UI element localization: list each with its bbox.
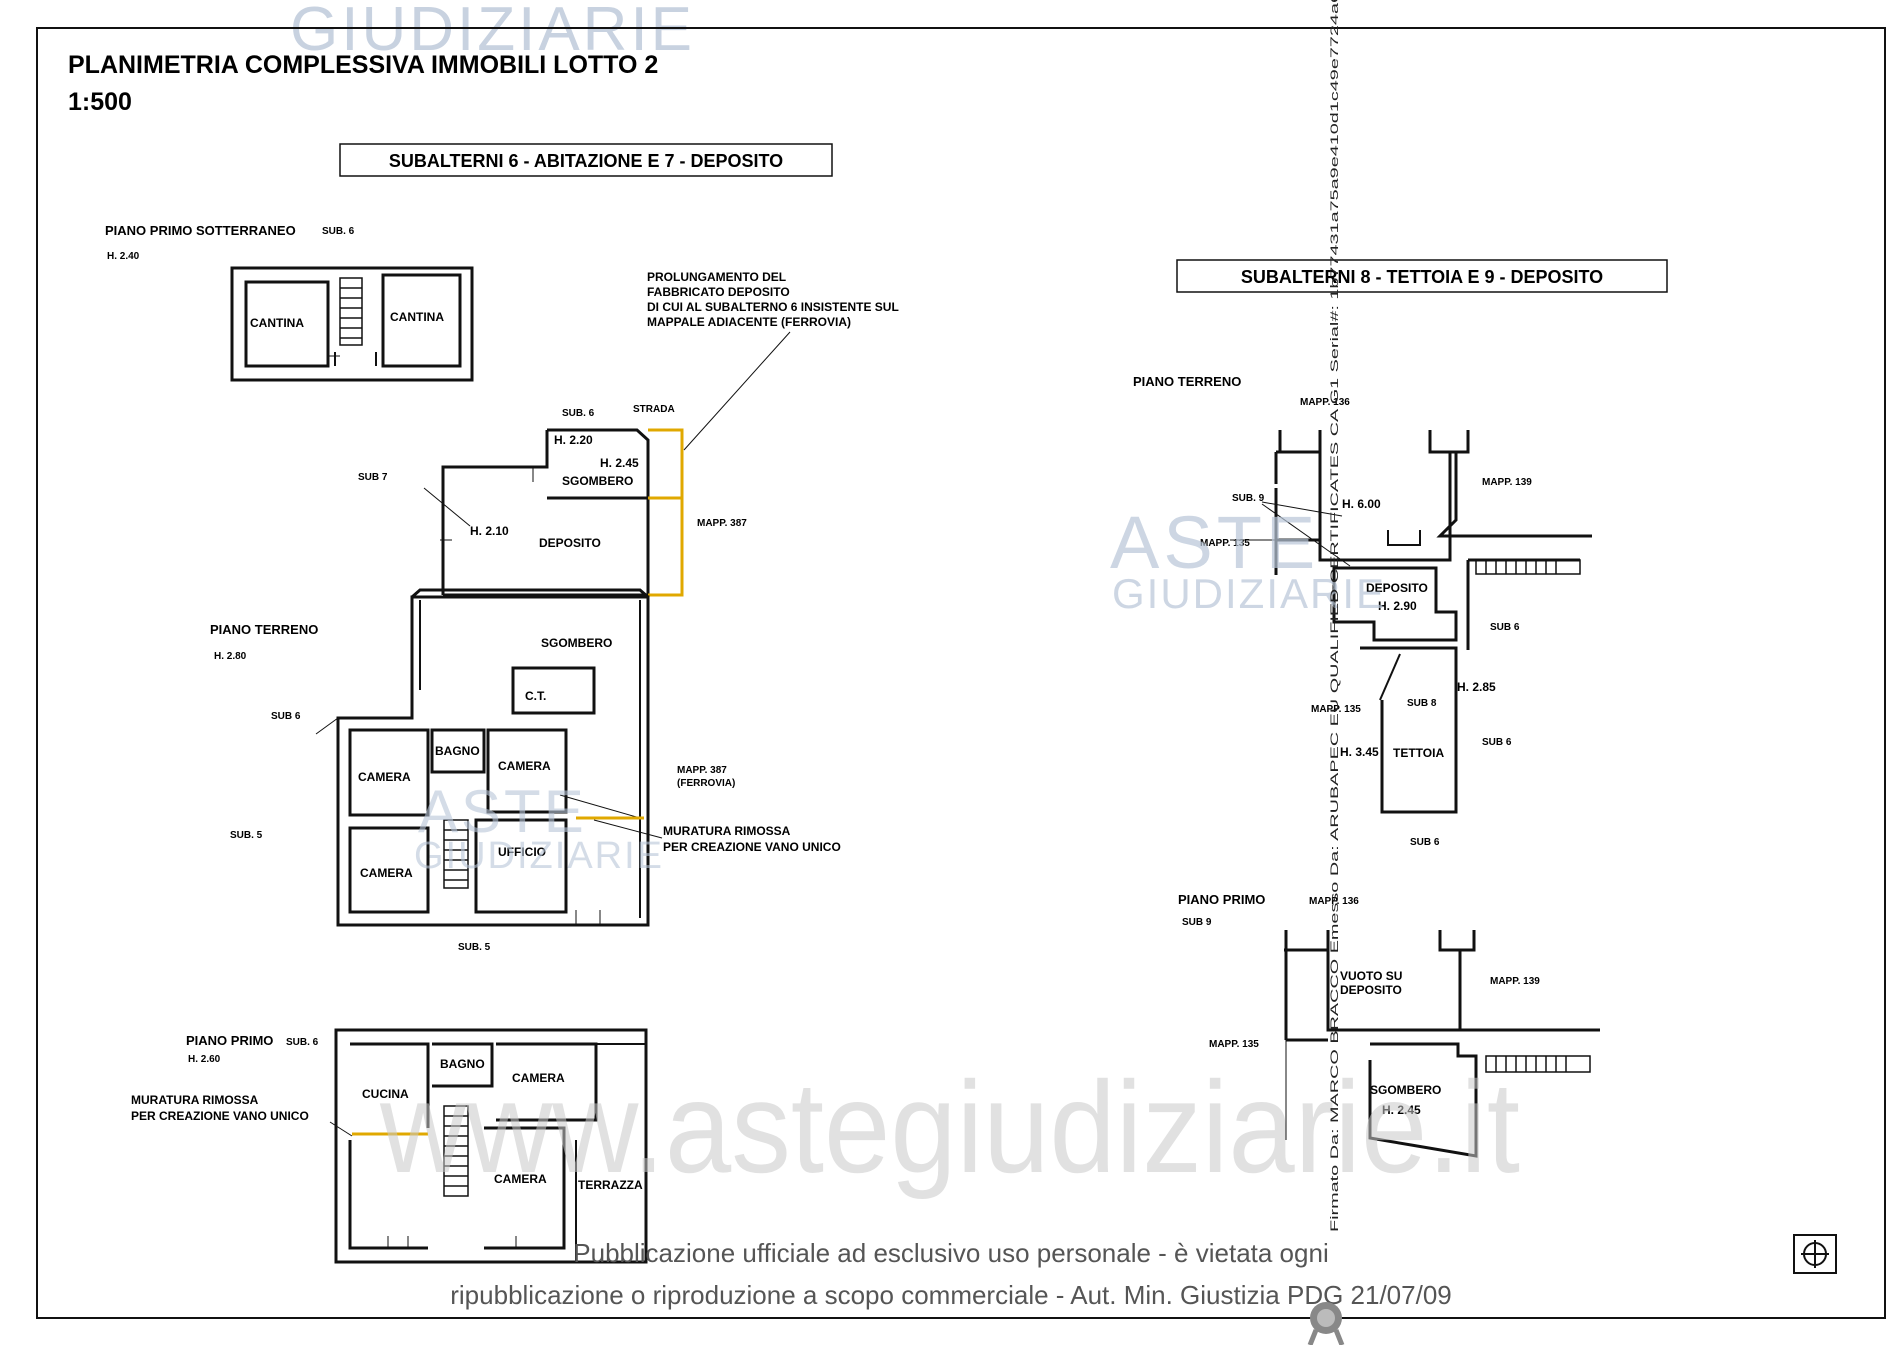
- room-sgombero: SGOMBERO: [541, 636, 612, 650]
- room-terrazza: TERRAZZA: [578, 1178, 643, 1192]
- room-bagno-first: BAGNO: [440, 1057, 485, 1071]
- svg-text:FABBRICATO DEPOSITO: FABBRICATO DEPOSITO: [647, 285, 790, 299]
- right-sub6a: SUB 6: [1490, 622, 1520, 633]
- room-cantina-1: CANTINA: [250, 316, 304, 330]
- right-h285: H. 2.85: [1457, 680, 1496, 694]
- right-h290: H. 2.90: [1378, 599, 1417, 613]
- height-245: H. 2.45: [600, 456, 639, 470]
- vertical-signature: Firmato Da: MARCO BRACCO Emesso Da: ARUB…: [1329, 0, 1341, 1232]
- room-camera-first-2: CAMERA: [494, 1172, 547, 1186]
- right-first-h245: H. 2.45: [1382, 1103, 1421, 1117]
- room-ufficio: UFFICIO: [498, 845, 546, 859]
- tag-ferrovia: (FERROVIA): [677, 778, 735, 789]
- right-sub8: SUB 8: [1407, 698, 1437, 709]
- watermark-top: GIUDIZIARIE: [290, 0, 695, 64]
- note-wall-first-2: PER CREAZIONE VANO UNICO: [131, 1109, 309, 1123]
- right-sub6c: SUB 6: [1410, 837, 1440, 848]
- right-ground-label: PIANO TERRENO: [1133, 374, 1241, 389]
- first-floor-label: PIANO PRIMO: [186, 1033, 273, 1048]
- room-camera-ground-3: CAMERA: [360, 866, 413, 880]
- room-camera-ground-1: CAMERA: [358, 770, 411, 784]
- basement-sub: SUB. 6: [322, 226, 355, 237]
- basement-plan: [230, 266, 474, 382]
- room-ct: C.T.: [525, 689, 546, 703]
- seal-icon: [1307, 1302, 1345, 1345]
- right-first-vuoto-1: VUOTO SU: [1340, 969, 1402, 983]
- right-tettoia: TETTOIA: [1393, 746, 1444, 760]
- note-wall-ground-2: PER CREAZIONE VANO UNICO: [663, 840, 841, 854]
- room-bagno-ground: BAGNO: [435, 744, 480, 758]
- room-camera-ground-2: CAMERA: [498, 759, 551, 773]
- ground-height: H. 2.80: [214, 651, 247, 662]
- watermark-aste-right: ASTE GIUDIZIARIE: [1110, 501, 1386, 617]
- right-first-sub9: SUB 9: [1182, 917, 1212, 928]
- first-floor-plan: [329, 1028, 648, 1264]
- right-mapp136: MAPP. 136: [1300, 397, 1350, 408]
- right-mapp135b: MAPP. 135: [1311, 704, 1361, 715]
- left-section-title: SUBALTERNI 6 - ABITAZIONE E 7 - DEPOSITO: [389, 151, 783, 171]
- first-floor-height: H. 2.60: [188, 1054, 221, 1065]
- right-section-title: SUBALTERNI 8 - TETTOIA E 9 - DEPOSITO: [1241, 267, 1603, 287]
- tag-mapp387-ferrovia: MAPP. 387: [677, 765, 727, 776]
- tag-sub6-left: SUB 6: [271, 711, 301, 722]
- right-sub6b: SUB 6: [1482, 737, 1512, 748]
- right-first-mapp135: MAPP. 135: [1209, 1039, 1259, 1050]
- height-210: H. 2.10: [470, 524, 509, 538]
- ground-label: PIANO TERRENO: [210, 622, 318, 637]
- svg-text:GIUDIZIARIE: GIUDIZIARIE: [1112, 570, 1386, 617]
- svg-text:GIUDIZIARIE: GIUDIZIARIE: [414, 835, 664, 877]
- right-h600: H. 6.00: [1342, 497, 1381, 511]
- room-cucina: CUCINA: [362, 1087, 409, 1101]
- right-deposito: DEPOSITO: [1366, 581, 1428, 595]
- right-first-mapp139: MAPP. 139: [1490, 976, 1540, 987]
- tag-strada: STRADA: [633, 404, 675, 415]
- page-title: PLANIMETRIA COMPLESSIVA IMMOBILI LOTTO 2: [68, 51, 658, 79]
- left-section-title-box: [339, 143, 833, 177]
- watermark-site: www.astegiudiziarie.it: [379, 1054, 1520, 1200]
- right-section-title-box: [1176, 259, 1668, 293]
- room-cantina-2: CANTINA: [390, 310, 444, 324]
- basement-height: H. 2.40: [107, 251, 140, 262]
- tag-mapp387: MAPP. 387: [697, 518, 747, 529]
- right-ground-plan: [1230, 430, 1592, 814]
- watermark-aste-left: ASTE GIUDIZIARIE: [414, 778, 664, 877]
- right-h345: H. 3.45: [1340, 745, 1379, 759]
- right-first-plan: [1284, 930, 1600, 1158]
- tag-sub5-left: SUB. 5: [230, 830, 263, 841]
- room-sgombero-top: SGOMBERO: [562, 474, 633, 488]
- room-deposito: DEPOSITO: [539, 536, 601, 550]
- svg-text:ASTE: ASTE: [418, 778, 587, 845]
- svg-text:PROLUNGAMENTO DEL: PROLUNGAMENTO DEL: [647, 270, 786, 284]
- right-first-label: PIANO PRIMO: [1178, 892, 1265, 907]
- svg-text:DI CUI AL SUBALTERNO 6 INSIST: DI CUI AL SUBALTERNO 6 INSISTENTE SUL: [647, 300, 899, 314]
- right-mapp139: MAPP. 139: [1482, 477, 1532, 488]
- footer-line-1: Pubblicazione ufficiale ad esclusivo uso…: [573, 1238, 1328, 1268]
- tag-sub6-top: SUB. 6: [562, 408, 595, 419]
- svg-text:ASTE: ASTE: [1110, 501, 1319, 584]
- note-wall-first-1: MURATURA RIMOSSA: [131, 1093, 259, 1107]
- right-first-vuoto-2: DEPOSITO: [1340, 983, 1402, 997]
- right-first-mapp136: MAPP. 136: [1309, 896, 1359, 907]
- page-scale: 1:500: [68, 88, 132, 116]
- first-floor-sub: SUB. 6: [286, 1037, 319, 1048]
- ground-floor-plan: [315, 428, 684, 927]
- tag-sub7: SUB 7: [358, 472, 388, 483]
- right-mapp135a: MAPP. 135: [1200, 538, 1250, 549]
- tag-sub5-bottom: SUB. 5: [458, 942, 491, 953]
- note-wall-ground-1: MURATURA RIMOSSA: [663, 824, 791, 838]
- extension-note: PROLUNGAMENTO DEL FABBRICATO DEPOSITO DI…: [647, 270, 899, 451]
- footer-line-2: ripubblicazione o riproduzione a scopo c…: [450, 1280, 1452, 1310]
- room-camera-first-1: CAMERA: [512, 1071, 565, 1085]
- basement-label: PIANO PRIMO SOTTERRANEO: [105, 223, 296, 238]
- height-220: H. 2.20: [554, 433, 593, 447]
- compass-icon: [1793, 1234, 1837, 1274]
- sheet-frame: [36, 27, 1886, 1319]
- svg-text:MAPPALE ADIACENTE (FERROVIA): MAPPALE ADIACENTE (FERROVIA): [647, 315, 851, 329]
- right-sub9: SUB. 9: [1232, 493, 1265, 504]
- right-first-sgombero: SGOMBERO: [1370, 1083, 1441, 1097]
